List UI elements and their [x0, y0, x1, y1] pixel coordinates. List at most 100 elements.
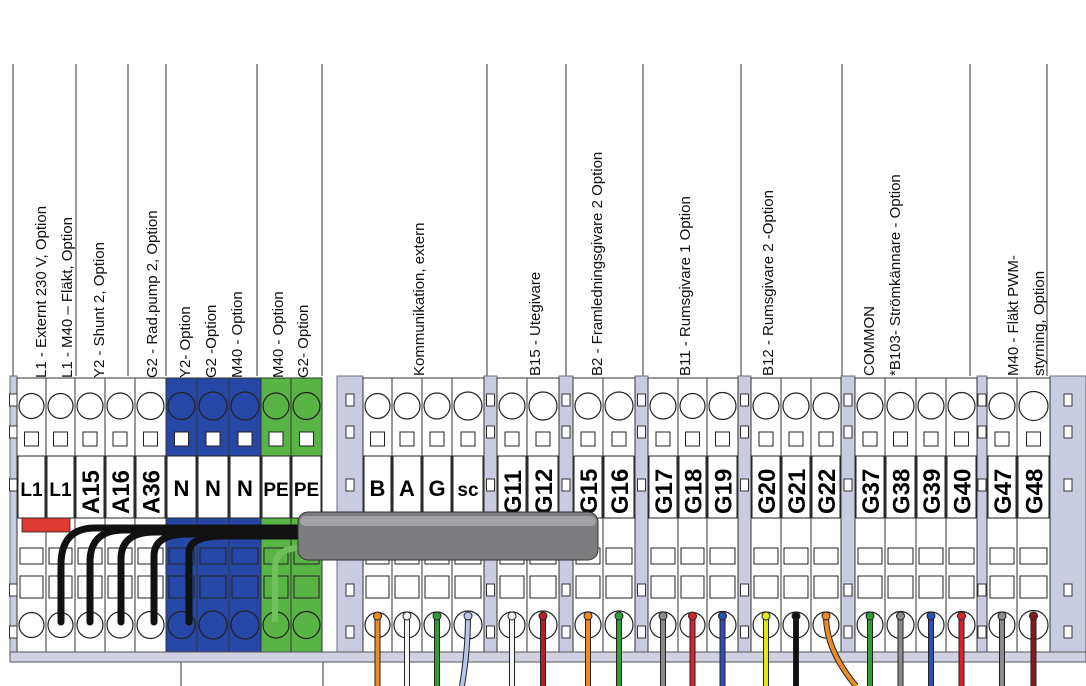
rail-slot — [740, 393, 749, 407]
rail-0 — [9, 375, 18, 663]
slot-low — [650, 575, 676, 599]
terminal-label-PE: PE — [294, 480, 319, 501]
screw-top — [498, 392, 526, 420]
slot-low — [394, 575, 420, 599]
screw-top — [886, 391, 915, 421]
slot-low — [813, 575, 839, 599]
cable-wire-1 — [86, 526, 324, 626]
screw-top — [604, 391, 634, 421]
slot-square — [535, 431, 551, 447]
label-plate — [781, 455, 811, 519]
slot-mid — [753, 547, 779, 565]
slot-square — [460, 431, 476, 447]
slot-square — [82, 431, 98, 447]
slot-square — [818, 431, 834, 447]
terminal-label-G20: G20 — [754, 469, 781, 514]
label-plate — [229, 455, 261, 519]
terminal-label-B: B — [370, 476, 386, 501]
screw-top — [812, 392, 840, 420]
label-plate — [291, 455, 322, 519]
terminal-label-N: N — [237, 476, 253, 501]
terminal-label-L1: L1 — [49, 480, 72, 501]
slot-square — [53, 431, 68, 447]
slot-low — [680, 575, 705, 599]
screw-top — [708, 391, 737, 421]
slot-mid — [857, 547, 883, 565]
screw-top — [47, 392, 74, 420]
rail-7 — [976, 375, 988, 663]
label-plate — [197, 455, 229, 519]
wire-end-G16 — [614, 611, 624, 621]
rail-slot — [561, 625, 571, 639]
label-plate — [603, 455, 635, 519]
slot-low — [753, 575, 779, 599]
rail-slot — [345, 583, 355, 597]
wire-end-G39 — [926, 611, 936, 621]
terminal-label-G17: G17 — [651, 469, 678, 514]
screw-top — [917, 392, 945, 420]
screw-top — [18, 392, 45, 420]
rail-slot — [740, 425, 749, 439]
slot-square — [299, 431, 314, 447]
wire-end-G11 — [507, 611, 517, 621]
screw-top — [292, 391, 321, 421]
screw-bottom — [198, 610, 228, 640]
slot-low — [948, 575, 975, 599]
label-plate — [17, 455, 46, 519]
terminal-label-G39: G39 — [919, 469, 946, 514]
rail-slot — [977, 478, 987, 492]
screw-top — [649, 392, 677, 420]
slot-low — [709, 575, 736, 599]
group-label-g10-line: B12 - Rumsgivare 2 -Option — [760, 190, 777, 376]
cable-wire-4 — [185, 532, 324, 626]
group-label-g6-line: Kommunikation, extern — [411, 223, 428, 376]
label-plate — [573, 455, 603, 519]
label-plate — [261, 455, 291, 519]
terminal-label-G40: G40 — [950, 469, 977, 514]
rail-slot — [345, 393, 355, 407]
label-plate — [105, 455, 135, 519]
wire-end-G38 — [896, 611, 905, 621]
terminal-label-N: N — [205, 476, 221, 501]
label-plate — [987, 455, 1017, 519]
group-label-g4-line: M40 - Option — [229, 291, 246, 378]
rail-slot — [561, 425, 571, 439]
rail-slot — [637, 393, 646, 407]
slot-mid — [813, 547, 839, 565]
screw-top — [856, 392, 884, 420]
screw-top — [528, 391, 558, 421]
rail-slot — [486, 625, 495, 639]
slot-low — [918, 575, 944, 599]
rail-slot — [740, 478, 749, 492]
rail-slot — [843, 393, 853, 407]
slot-low — [293, 575, 320, 599]
screw-top — [947, 391, 976, 421]
rail-slot — [977, 393, 987, 407]
slot-square — [399, 431, 415, 447]
slot-low — [887, 575, 914, 599]
group-label-g7-line: B15 - Utegivare — [527, 272, 544, 376]
screw-top — [262, 392, 290, 420]
wire-end-B — [373, 611, 382, 621]
terminal-label-G38: G38 — [889, 469, 916, 514]
wire-end-sc — [463, 611, 473, 621]
slot-low — [199, 575, 227, 599]
rail-slot — [9, 583, 18, 597]
screw-top — [106, 392, 134, 420]
terminal-label-L1: L1 — [20, 480, 43, 501]
wire-end-G18 — [688, 611, 697, 621]
slot-mid — [605, 547, 633, 565]
wire-end-G22 — [821, 611, 831, 621]
wire-end-G17 — [658, 611, 668, 621]
terminal-label-G18: G18 — [681, 469, 708, 514]
label-plate — [1017, 455, 1050, 519]
group-label-g4-line: G2 -Option — [203, 305, 220, 378]
rail-8 — [1049, 375, 1086, 663]
terminal-label-A: A — [399, 476, 415, 501]
screw-top — [1018, 390, 1049, 422]
wire-end-G48 — [1029, 611, 1038, 621]
slot-low — [365, 575, 390, 599]
group-label-g5-line: G2- Option — [295, 305, 312, 378]
screw-top — [167, 391, 196, 421]
